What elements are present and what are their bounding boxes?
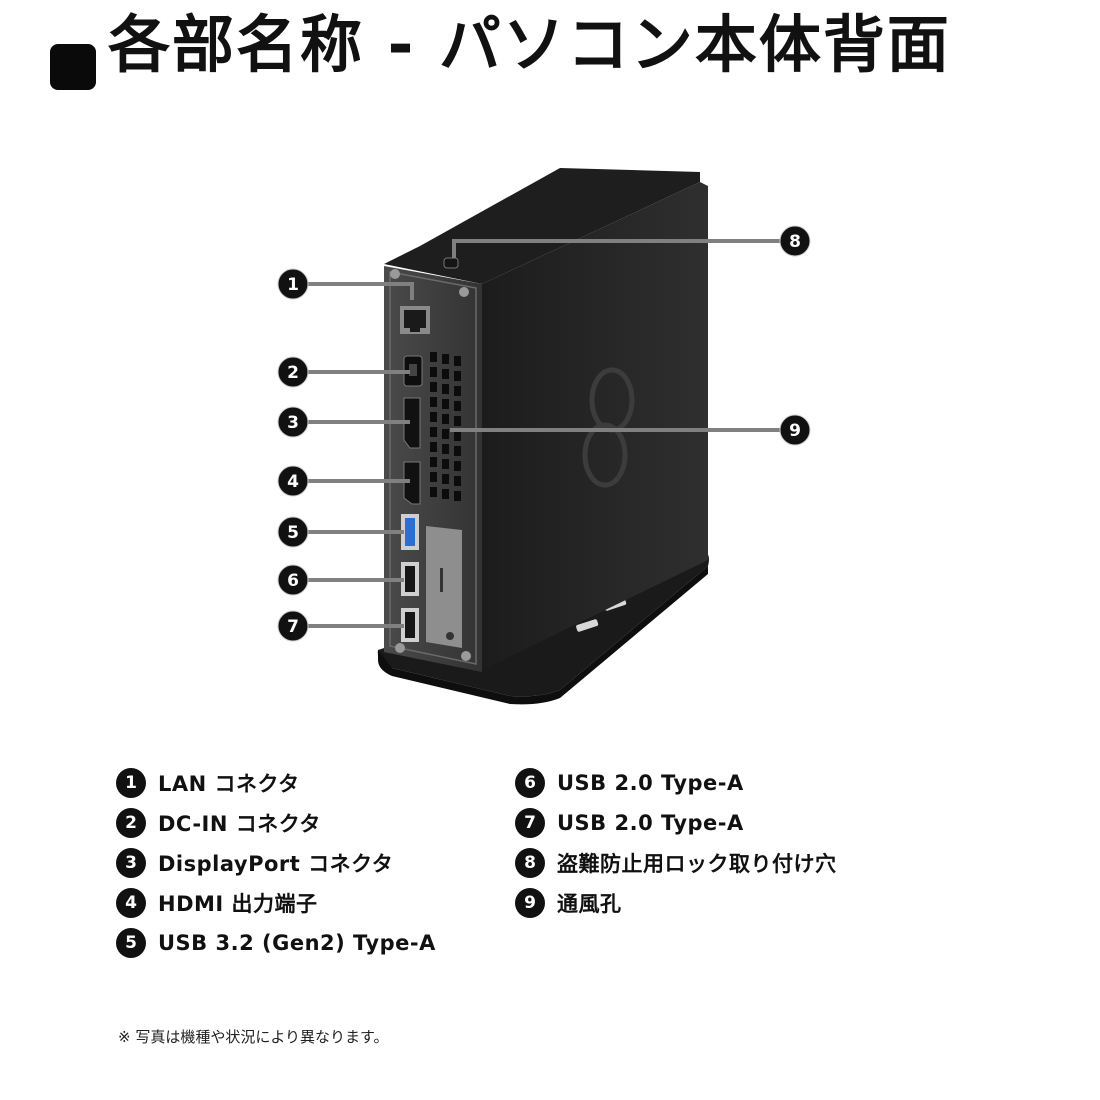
legend-item: 9 通風孔: [515, 883, 837, 923]
callout-7: 7: [277, 610, 309, 642]
vent-slot: [430, 472, 437, 482]
vent-slot: [442, 384, 449, 394]
vent-slot: [454, 401, 461, 411]
callout-3: 3: [277, 406, 309, 438]
dc-in-port: [403, 355, 423, 387]
callout-2: 2: [277, 356, 309, 388]
legend-item: 2 DC-IN コネクタ: [116, 803, 436, 843]
vent-slot: [454, 446, 461, 456]
usb20-port-b: [401, 608, 419, 642]
legend-number: 6: [515, 768, 545, 798]
footnote: ※ 写真は機種や状況により異なります。: [118, 1028, 389, 1046]
vent-slot: [442, 399, 449, 409]
vent-slot: [454, 371, 461, 381]
leader-lines: [308, 239, 780, 628]
legend-item: 7 USB 2.0 Type-A: [515, 803, 837, 843]
legend-item: 4 HDMI 出力端子: [116, 883, 436, 923]
callout-9: 9: [779, 414, 811, 446]
callout-6: 6: [277, 564, 309, 596]
page-title: [50, 22, 96, 112]
vent-slot: [454, 431, 461, 441]
legend-label: USB 3.2 (Gen2) Type-A: [158, 931, 436, 955]
legend-item: 5 USB 3.2 (Gen2) Type-A: [116, 923, 436, 963]
legend-number: 9: [515, 888, 545, 918]
callout-4: 4: [277, 465, 309, 497]
svg-text:9: 9: [789, 421, 801, 441]
vent-slot: [442, 459, 449, 469]
pc-rear-diagram: 1 2 3 4 5 6 7 8 9: [277, 168, 811, 705]
legend-item: 3 DisplayPort コネクタ: [116, 843, 436, 883]
legend-item: 8 盗難防止用ロック取り付け穴: [515, 843, 837, 883]
callout-8: 8: [779, 225, 811, 257]
vent-slot: [442, 474, 449, 484]
legend-number: 7: [515, 808, 545, 838]
svg-text:4: 4: [287, 472, 299, 492]
lan-port: [400, 306, 430, 334]
legend-label: USB 2.0 Type-A: [557, 811, 744, 835]
vent-slot: [430, 487, 437, 497]
svg-text:8: 8: [789, 232, 801, 252]
hdmi-port: [403, 461, 421, 505]
title-square-icon: [50, 44, 96, 90]
vent-slot: [442, 429, 449, 439]
vent-slot: [442, 444, 449, 454]
svg-text:7: 7: [287, 617, 299, 637]
legend-label: 盗難防止用ロック取り付け穴: [557, 852, 837, 876]
vents: [430, 352, 461, 501]
legend-number: 3: [116, 848, 146, 878]
usb32-port: [401, 514, 419, 550]
svg-text:6: 6: [287, 571, 299, 591]
vent-slot: [430, 352, 437, 362]
legend-label: DC-IN コネクタ: [158, 812, 321, 836]
vent-slot: [454, 386, 461, 396]
legend-label: LAN コネクタ: [158, 772, 300, 796]
vent-slot: [430, 367, 437, 377]
legend-label: DisplayPort コネクタ: [158, 852, 394, 876]
vent-slot: [430, 457, 437, 467]
svg-text:5: 5: [287, 523, 299, 543]
vent-slot: [442, 414, 449, 424]
vent-slot: [430, 427, 437, 437]
vent-slot: [454, 491, 461, 501]
vent-slot: [454, 356, 461, 366]
legend-number: 2: [116, 808, 146, 838]
legend-label: USB 2.0 Type-A: [557, 771, 744, 795]
vent-slot: [430, 382, 437, 392]
legend-number: 4: [116, 888, 146, 918]
case-top: [384, 168, 700, 284]
vent-slot: [442, 354, 449, 364]
legend-number: 5: [116, 928, 146, 958]
lock-slot: [443, 257, 459, 269]
vent-slot: [454, 416, 461, 426]
vent-slot: [442, 369, 449, 379]
callout-5: 5: [277, 516, 309, 548]
legend-number: 8: [515, 848, 545, 878]
legend-label: HDMI 出力端子: [158, 892, 318, 916]
expansion-slot-cover: [426, 526, 462, 648]
vent-slot: [430, 412, 437, 422]
svg-text:1: 1: [287, 275, 299, 295]
legend-item: 6 USB 2.0 Type-A: [515, 763, 837, 803]
vent-slot: [430, 442, 437, 452]
title-text: 各部名称 - パソコン本体背面: [108, 8, 951, 81]
legend-label: 通風孔: [557, 892, 622, 916]
legend-item: 1 LAN コネクタ: [116, 763, 436, 803]
vent-slot: [430, 397, 437, 407]
displayport-port: [403, 397, 421, 449]
vent-slot: [454, 476, 461, 486]
usb20-port-a: [401, 562, 419, 596]
callout-1: 1: [277, 268, 309, 300]
vent-slot: [442, 489, 449, 499]
svg-text:3: 3: [287, 413, 299, 433]
svg-text:2: 2: [287, 363, 299, 383]
vent-slot: [454, 461, 461, 471]
legend-number: 1: [116, 768, 146, 798]
